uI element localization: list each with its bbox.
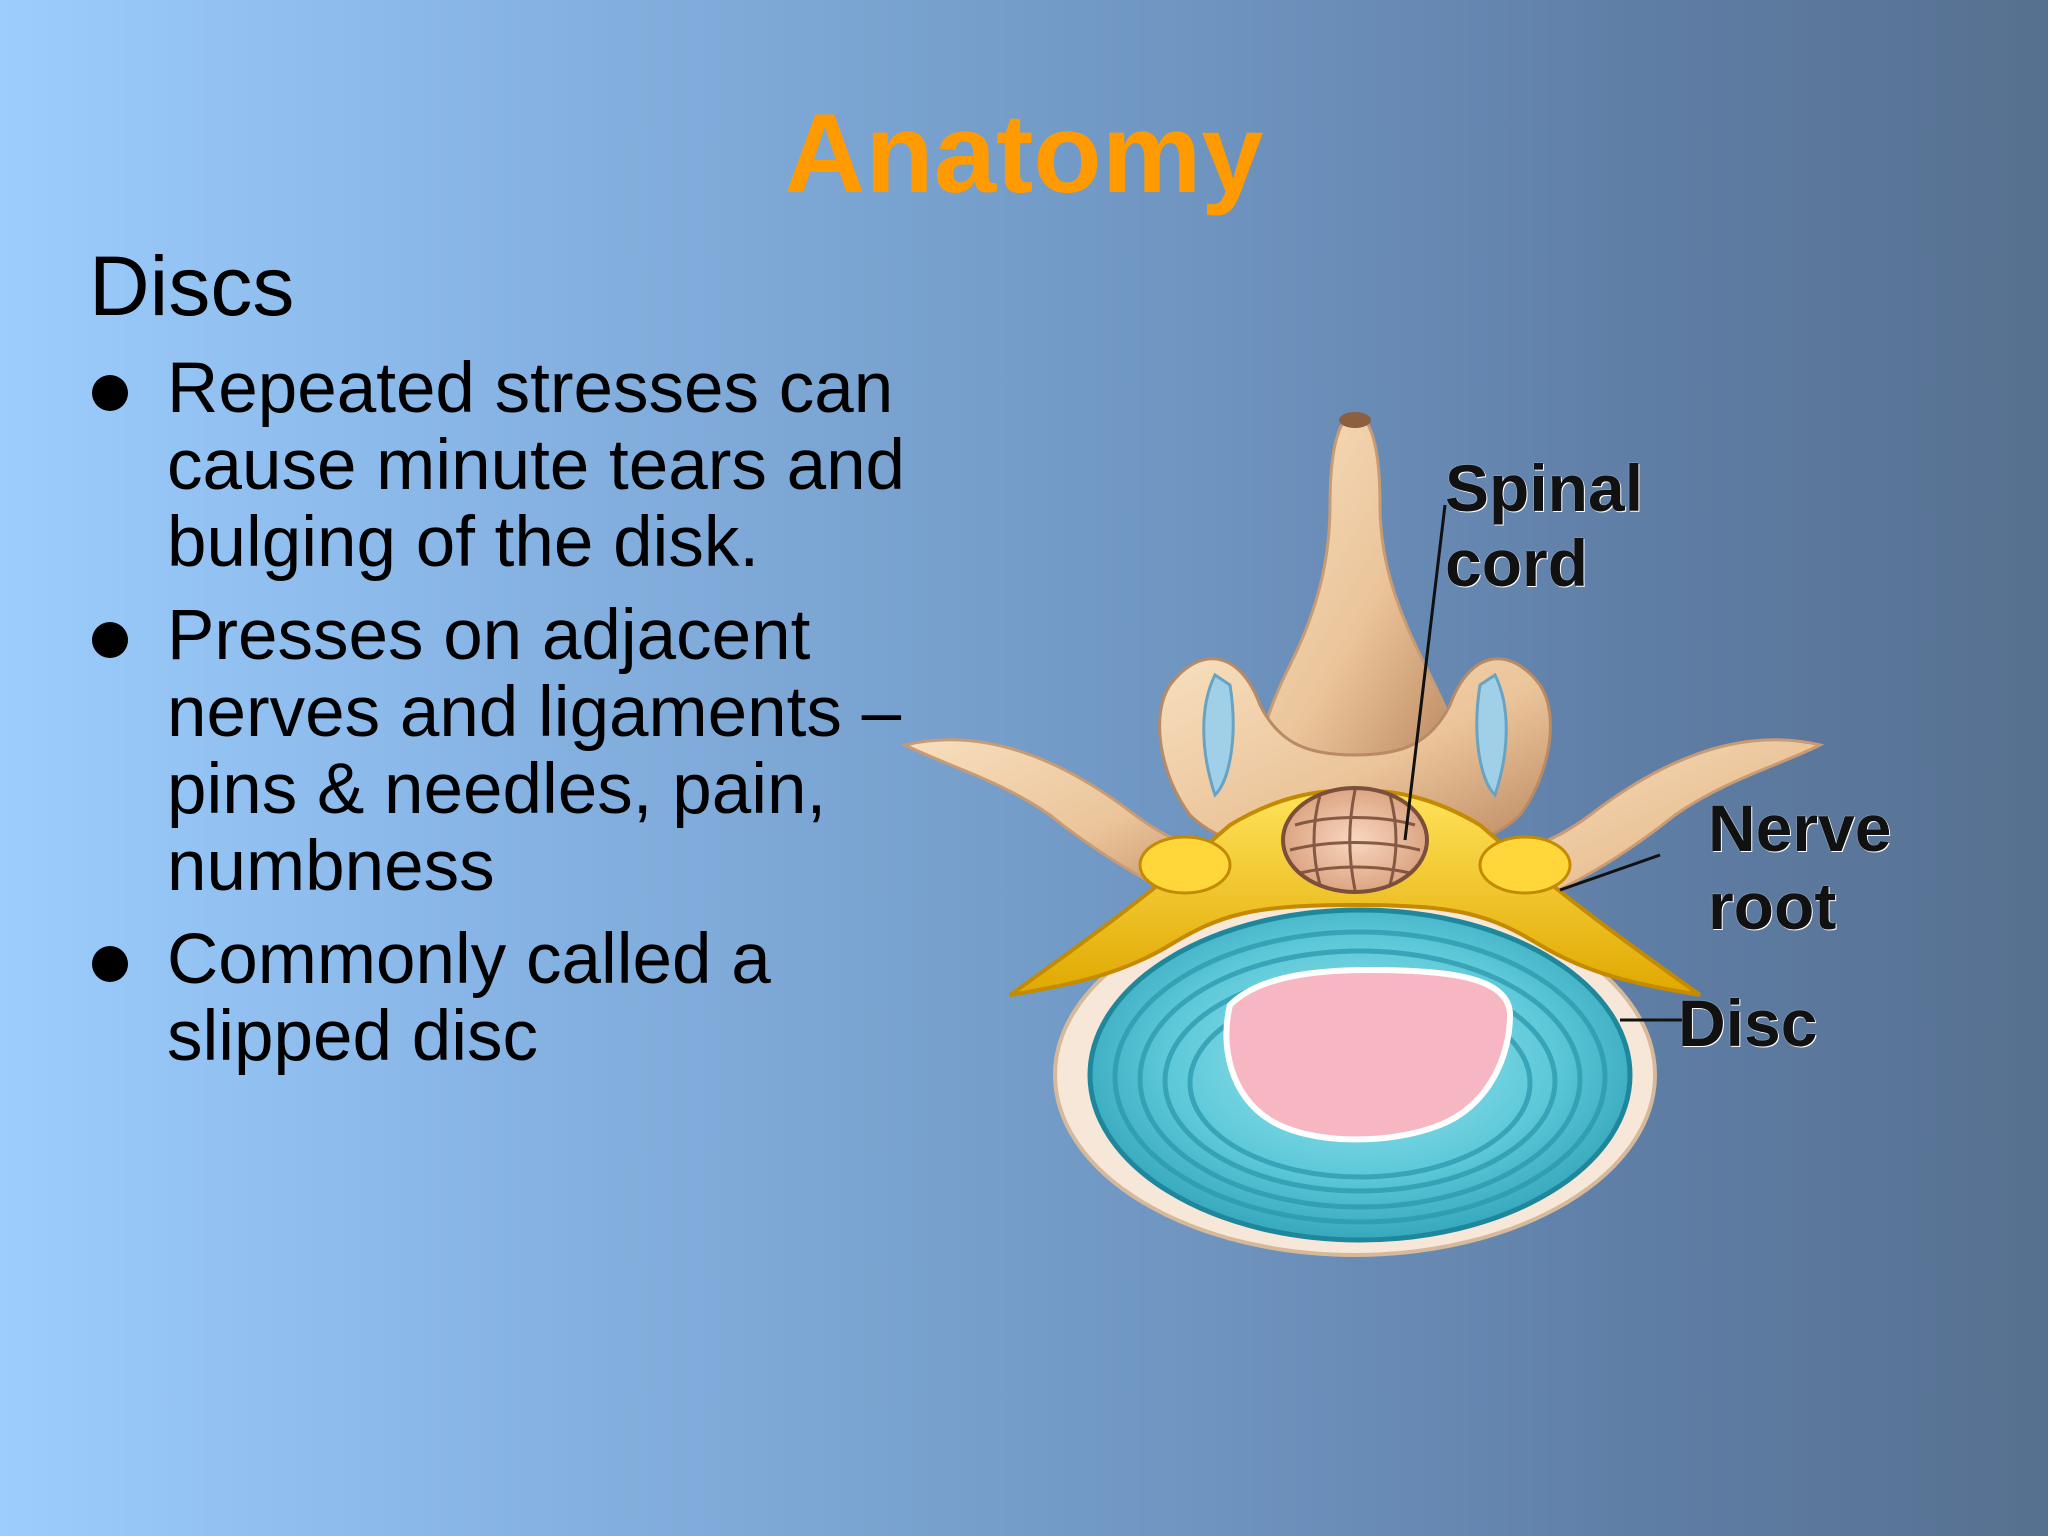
label-nerve-line2: root (1708, 869, 1837, 943)
bullet-item: Presses on adjacent nerves and ligaments… (89, 597, 909, 905)
bullet-list: Repeated stresses can cause minute tears… (89, 350, 909, 1091)
slide-subtitle: Discs (89, 239, 295, 333)
vertebra-illustration (900, 412, 1825, 1257)
bullet-item: Repeated stresses can cause minute tears… (89, 350, 909, 581)
label-spinal-line1: Spinal (1445, 451, 1644, 525)
bullet-item: Commonly called a slipped disc (89, 921, 909, 1075)
vertebra-diagram: Spinal cord Nerve root Disc (900, 385, 1940, 1265)
slide-title: Anatomy (784, 91, 1264, 216)
label-spinal-line2: cord (1445, 526, 1589, 600)
label-nerve-line1: Nerve (1708, 791, 1892, 865)
label-disc: Disc (1678, 986, 1818, 1060)
